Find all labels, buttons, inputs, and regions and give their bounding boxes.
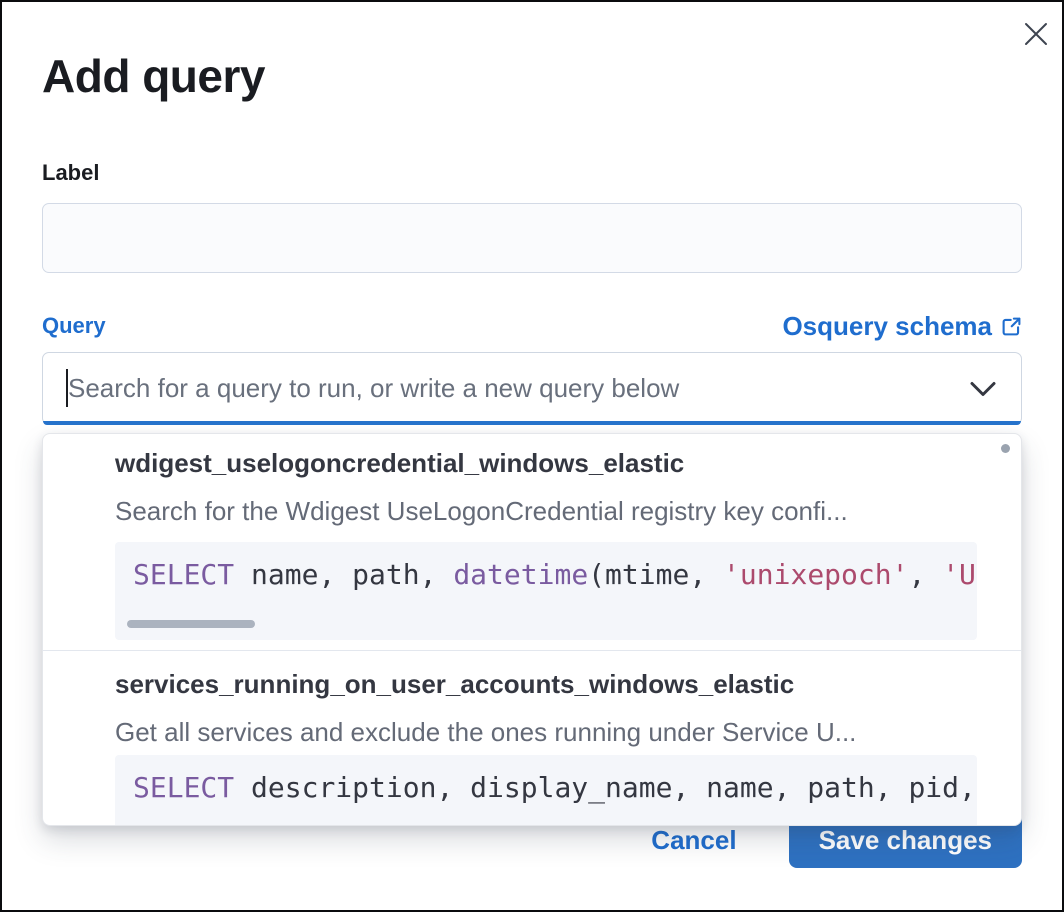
- query-option-wdigest[interactable]: wdigest_uselogoncredential_windows_elast…: [43, 434, 1021, 650]
- query-option-title: wdigest_uselogoncredential_windows_elast…: [115, 448, 685, 478]
- label-field-label: Label: [42, 160, 100, 185]
- query-search-combobox: [42, 352, 1022, 425]
- sql-code: SELECT name, path, datetime(mtime, 'unix…: [133, 558, 976, 591]
- sql-code: SELECT description, display_name, name, …: [133, 771, 976, 804]
- close-button[interactable]: [1016, 14, 1056, 54]
- label-input[interactable]: [42, 203, 1022, 273]
- chevron-down-icon[interactable]: [969, 380, 997, 397]
- vertical-scrollbar-thumb[interactable]: [1001, 444, 1010, 453]
- query-option-description: Search for the Wdigest UseLogonCredentia…: [115, 496, 848, 526]
- query-option-services[interactable]: services_running_on_user_accounts_window…: [43, 651, 1021, 825]
- query-suggestions-dropdown: wdigest_uselogoncredential_windows_elast…: [42, 433, 1022, 826]
- horizontal-scrollbar-thumb[interactable]: [127, 620, 255, 628]
- query-option-title: services_running_on_user_accounts_window…: [115, 669, 795, 699]
- query-option-description: Get all services and exclude the ones ru…: [115, 717, 857, 747]
- osquery-schema-link-label: Osquery schema: [782, 311, 992, 341]
- text-cursor: [66, 369, 68, 407]
- modal-title: Add query: [42, 50, 265, 102]
- cancel-button[interactable]: Cancel: [647, 815, 740, 866]
- query-field-label: Query: [42, 313, 106, 338]
- query-option-sql-preview: SELECT description, display_name, name, …: [115, 755, 977, 825]
- option-divider: [43, 650, 1021, 651]
- query-search-input[interactable]: [43, 353, 1021, 424]
- query-field-header: Query Osquery schema: [42, 310, 1022, 342]
- query-option-sql-preview: SELECT name, path, datetime(mtime, 'unix…: [115, 542, 977, 640]
- osquery-schema-link[interactable]: Osquery schema: [782, 310, 1022, 342]
- close-icon: [1025, 23, 1047, 45]
- external-link-icon: [1002, 317, 1021, 335]
